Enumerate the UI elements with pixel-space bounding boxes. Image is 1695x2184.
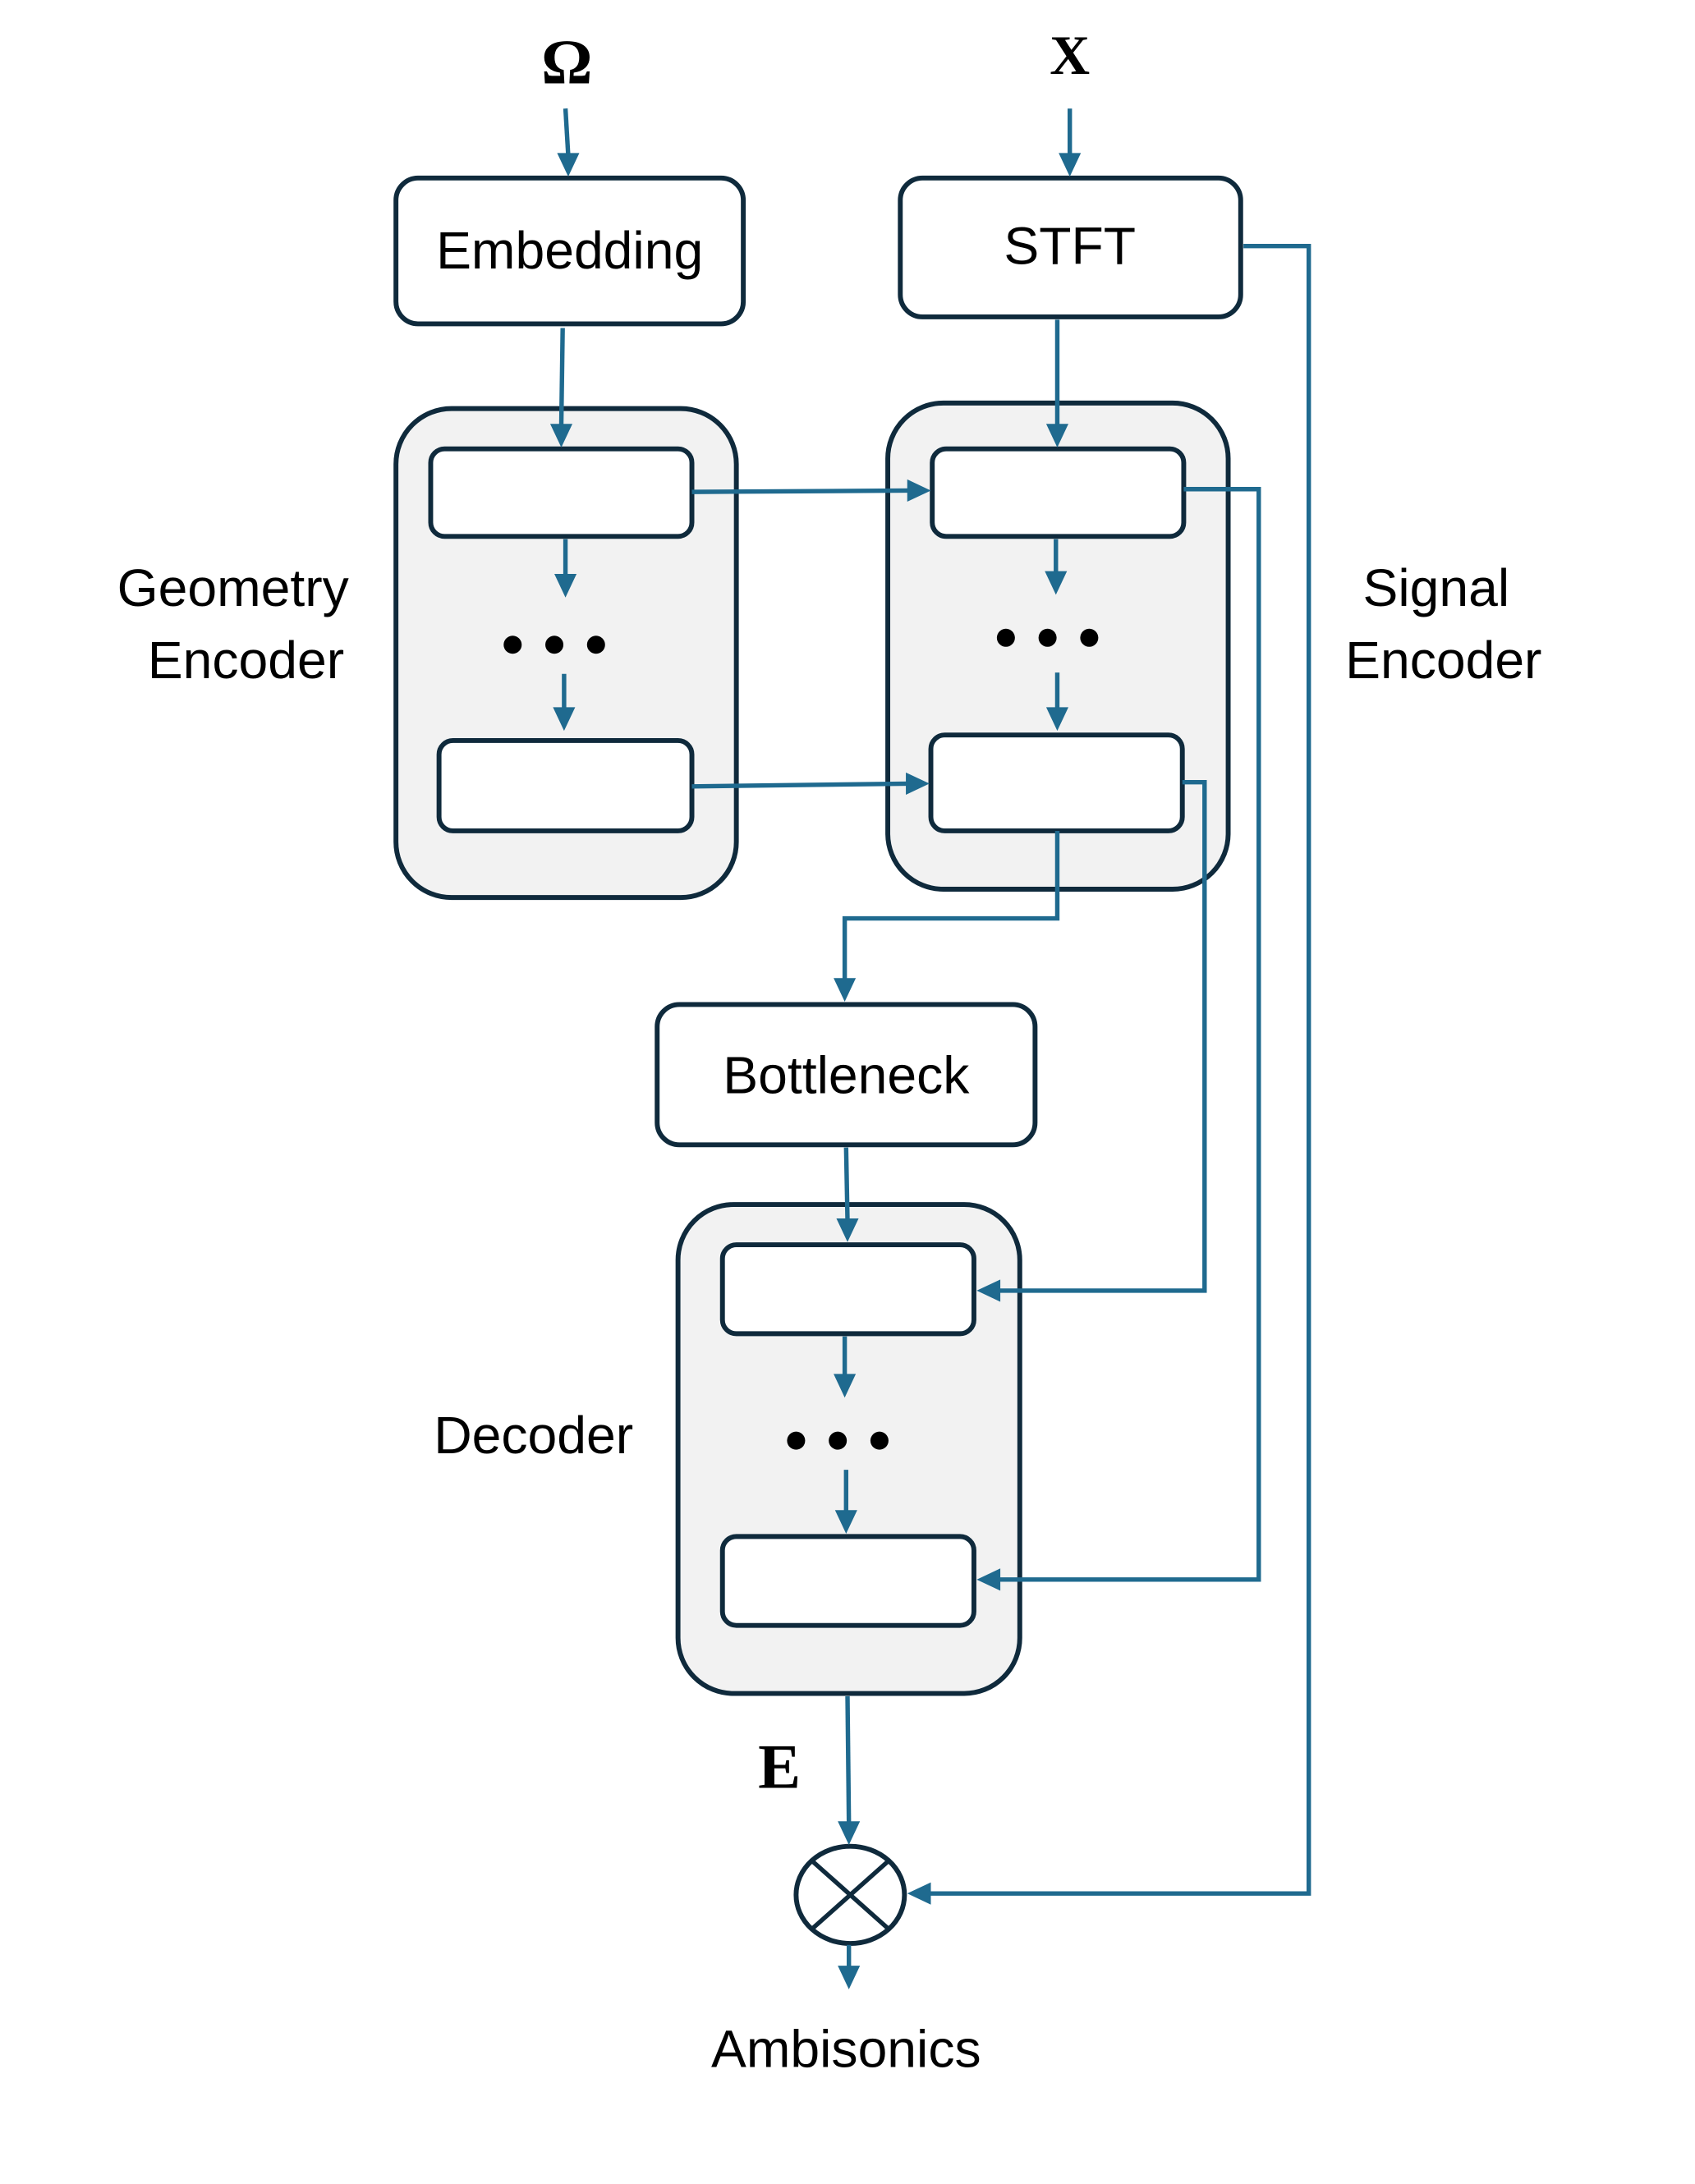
arrowhead	[834, 1374, 857, 1398]
geometry-encoder-label: Geometry Encoder	[117, 558, 364, 690]
arrowhead	[557, 153, 580, 177]
signal-encoder-layer-first	[930, 446, 1187, 539]
arrow-signal-encoder-to-bottleneck	[842, 830, 1060, 980]
arrow-geometry-l1-to-signal-l1	[691, 488, 911, 494]
arrowhead	[976, 1279, 1001, 1302]
x-input-symbol: X	[1050, 25, 1090, 86]
arrowhead	[553, 707, 576, 732]
arrow-stft-to-multiply	[928, 243, 1311, 1896]
geometry-encoder-ellipsis	[503, 635, 605, 654]
geometry-encoder-layer-last	[436, 738, 695, 833]
arrowhead	[1045, 424, 1068, 448]
stft-label: STFT	[1004, 217, 1136, 276]
arrow-bottleneck-to-decoder	[843, 1147, 850, 1220]
ambisonics-output-label: Ambisonics	[711, 2020, 981, 2079]
arrowhead	[976, 1568, 1001, 1591]
arrowhead	[1059, 153, 1082, 177]
geometry-encoder-layer-first	[428, 446, 695, 539]
geometry-encoder-label-line2: Encoder	[148, 631, 344, 690]
geometry-encoder-label-line1: Geometry	[117, 558, 349, 617]
arrowhead	[1045, 571, 1068, 595]
embedding-block	[393, 175, 746, 327]
arrowhead	[838, 1966, 861, 1989]
arrowhead	[836, 1218, 859, 1242]
arrowhead	[549, 424, 573, 448]
arrowhead	[554, 573, 577, 598]
arrow-omega-to-embedding	[563, 108, 571, 156]
arrowhead	[834, 1510, 857, 1534]
arrow-embedding-to-geometry-encoder	[558, 328, 565, 425]
signal-encoder-label-line1: Signal	[1363, 558, 1510, 617]
arrowhead	[906, 772, 930, 795]
decoder-layer-first	[719, 1242, 976, 1337]
arrowhead	[834, 978, 857, 1003]
signal-encoder-ellipsis	[996, 628, 1099, 647]
arrowhead	[907, 479, 931, 502]
arrowhead	[1045, 707, 1068, 732]
signal-encoder-layer-last	[928, 732, 1185, 833]
skip-signal-l1-to-decoder-l2	[997, 487, 1261, 1582]
connections	[549, 108, 1311, 1989]
bottleneck-label: Bottleneck	[723, 1046, 970, 1105]
stft-block	[898, 175, 1243, 319]
embedding-label: Embedding	[436, 221, 703, 280]
skip-signal-l2-to-decoder-l1	[997, 780, 1207, 1293]
multiply-operator-icon	[793, 1843, 907, 1947]
arrow-decoder-to-multiply	[845, 1695, 852, 1823]
decoder-label: Decoder	[434, 1406, 633, 1465]
arrowhead	[838, 1821, 861, 1845]
decoder-layer-last	[719, 1534, 976, 1628]
signal-encoder-label: Signal Encoder	[1345, 558, 1541, 690]
omega-input-symbol: Ω	[541, 27, 592, 98]
bottleneck-block	[655, 1002, 1038, 1148]
arrowhead	[907, 1882, 931, 1905]
arrow-geometry-l2-to-signal-l2	[691, 781, 909, 789]
signal-encoder-label-line2: Encoder	[1345, 631, 1541, 690]
decoder-ellipsis	[787, 1431, 889, 1450]
e-symbol: E	[758, 1732, 801, 1802]
